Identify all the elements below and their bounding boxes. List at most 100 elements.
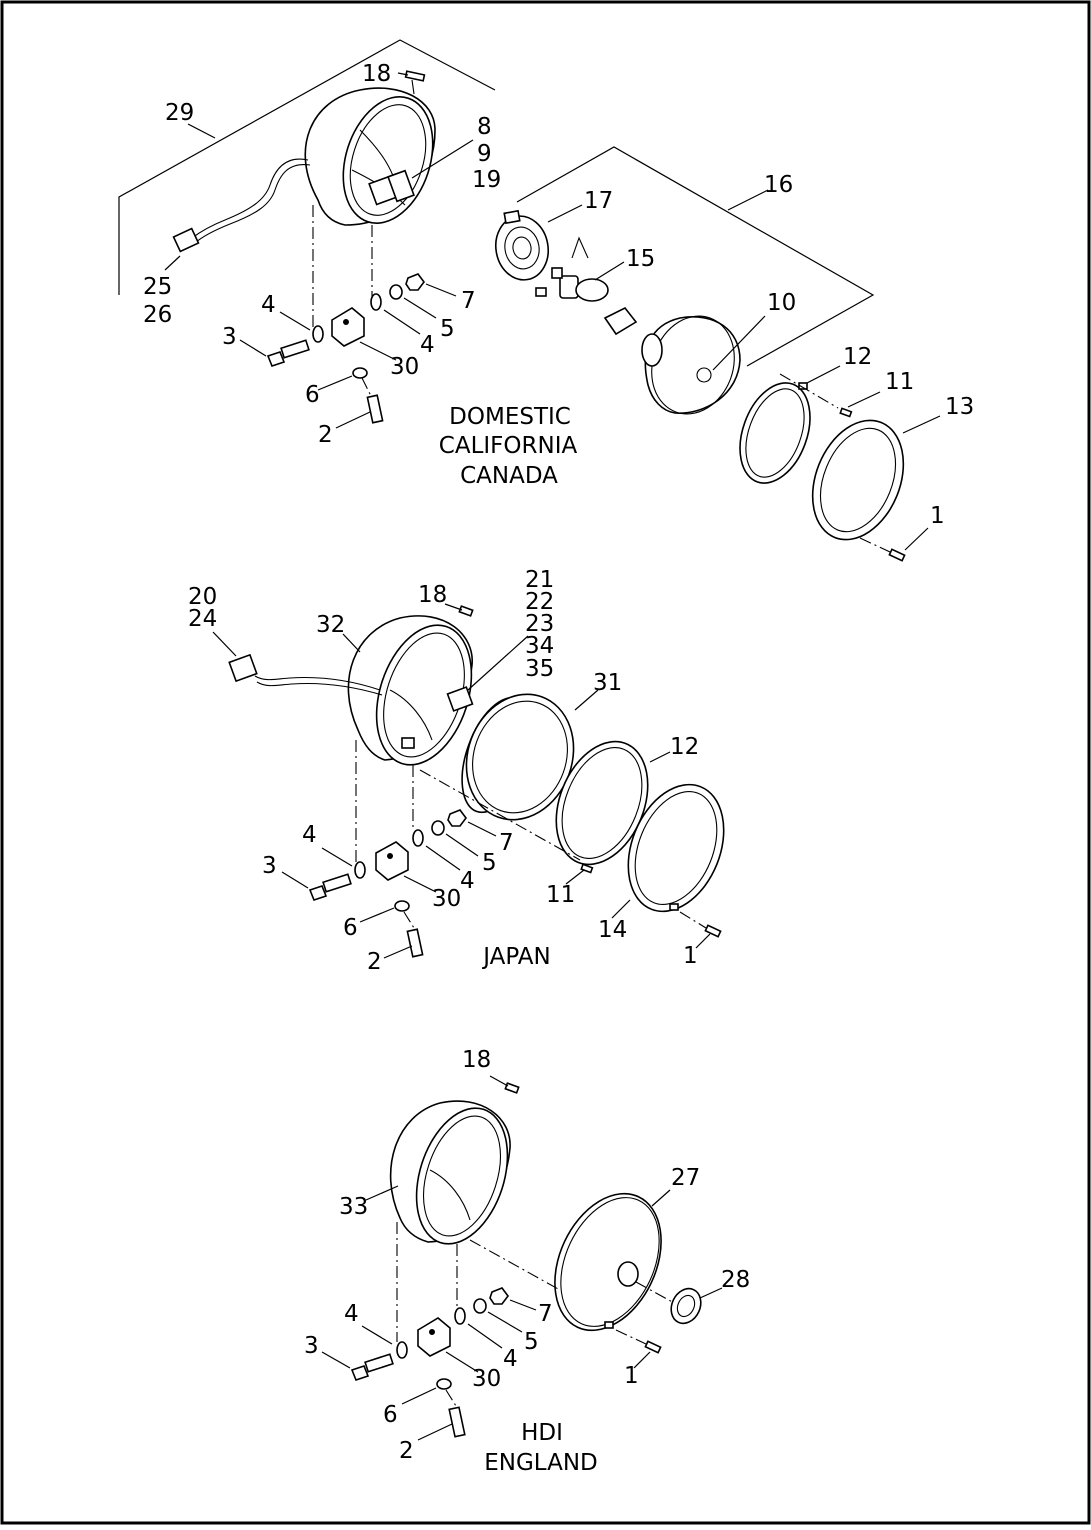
callout-15: 15	[626, 246, 655, 272]
callout-7-japan: 7	[499, 830, 514, 856]
callout-18-japan: 18	[418, 582, 447, 608]
retaining-ring-12	[739, 382, 811, 484]
lockwasher-5-hdi	[473, 1298, 487, 1314]
washer-4	[312, 325, 324, 343]
callout-26: 26	[143, 302, 172, 328]
connector-21	[446, 686, 474, 712]
callout-34: 34	[525, 633, 554, 659]
callout-7: 7	[461, 288, 476, 314]
screw-11	[839, 407, 853, 418]
bolt-3-japan	[308, 873, 352, 901]
callout-19: 19	[472, 167, 501, 193]
callout-4-japan: 4	[302, 822, 317, 848]
sealed-beam-10	[641, 315, 741, 415]
headlamp-lens-27	[554, 1192, 662, 1332]
pin-18	[404, 70, 426, 82]
callout-10: 10	[767, 290, 796, 316]
bracket-16	[516, 146, 875, 367]
headlamp-housing	[304, 79, 436, 226]
callout-32: 32	[316, 612, 345, 638]
callout-2-japan: 2	[367, 949, 382, 975]
callout-3-japan: 3	[262, 853, 277, 879]
region-label-japan: JAPAN	[481, 944, 550, 970]
callout-28: 28	[721, 1267, 750, 1293]
callout-17: 17	[584, 188, 613, 214]
screw-2-japan	[406, 928, 424, 958]
callout-12-japan: 12	[670, 734, 699, 760]
washer-4b-japan	[412, 829, 424, 847]
mount-block-30-japan	[375, 841, 409, 881]
screw-2-hdi	[448, 1406, 466, 1438]
callout-6: 6	[305, 382, 320, 408]
washer-4b	[370, 293, 382, 311]
callout-6-hdi: 6	[383, 1402, 398, 1428]
callout-18: 18	[362, 61, 391, 87]
emblem-28	[670, 1287, 702, 1325]
screw-1-japan	[704, 924, 722, 938]
screw-2	[366, 394, 384, 424]
connector-25	[172, 227, 200, 253]
callout-2: 2	[318, 422, 333, 448]
pin-18-hdi	[504, 1082, 520, 1094]
callout-2-hdi: 2	[399, 1438, 414, 1464]
callout-4: 4	[261, 292, 276, 318]
headlamp-housing-33	[389, 1100, 511, 1245]
callout-5: 5	[440, 316, 455, 342]
callout-7-hdi: 7	[538, 1301, 553, 1327]
region-label-canada: CANADA	[460, 463, 558, 489]
oring-6-japan	[394, 900, 410, 912]
leader-29	[187, 123, 216, 139]
trim-ring-14	[627, 783, 725, 913]
retaining-ring-12-japan	[555, 740, 649, 866]
callout-18-hdi: 18	[462, 1047, 491, 1073]
washer-4-hdi	[396, 1341, 408, 1359]
lockwasher-5	[389, 284, 403, 300]
leader-16	[727, 189, 769, 211]
callout-14: 14	[598, 917, 627, 943]
callout-30-japan: 30	[432, 886, 461, 912]
mount-block-30	[331, 307, 365, 347]
pin-18-japan	[458, 605, 474, 617]
nut-7	[405, 273, 425, 291]
callout-12: 12	[843, 344, 872, 370]
callout-30-hdi: 30	[472, 1366, 501, 1392]
callout-4b-japan: 4	[460, 868, 475, 894]
callout-9: 9	[477, 141, 492, 167]
nut-7-japan	[447, 809, 467, 827]
bolt-3-hdi	[350, 1353, 394, 1381]
trim-ring-13	[811, 419, 905, 541]
callout-3-hdi: 3	[304, 1333, 319, 1359]
callout-13: 13	[945, 394, 974, 420]
callout-3: 3	[222, 324, 237, 350]
headlamp-unit-31	[461, 693, 575, 821]
bolt-3	[266, 339, 310, 367]
region-label-hdi: HDI	[521, 1420, 563, 1446]
region-label-england: ENGLAND	[484, 1450, 598, 1476]
bracket-29	[118, 39, 496, 295]
callout-29: 29	[165, 100, 194, 126]
mount-block-30-hdi	[417, 1317, 451, 1357]
wire-harness-japan	[254, 675, 381, 691]
callout-22: 22	[525, 589, 554, 615]
group-japan	[212, 603, 725, 959]
callout-35: 35	[525, 656, 554, 682]
bulb-15	[535, 236, 638, 336]
callout-8: 8	[477, 114, 492, 140]
callout-33: 33	[339, 1194, 368, 1220]
oring-6-hdi	[436, 1378, 452, 1390]
callout-5-hdi: 5	[524, 1329, 539, 1355]
lockwasher-5-japan	[431, 820, 445, 836]
callout-5-japan: 5	[482, 850, 497, 876]
callouts-hdi: 18 27 33 28 4 7 5 3 4 30 1 6 2 HDI ENGLA…	[304, 1047, 750, 1476]
bulb-socket-17	[494, 209, 550, 281]
screw-11-japan	[580, 863, 594, 874]
callout-4-hdi: 4	[344, 1301, 359, 1327]
callout-27: 27	[671, 1165, 700, 1191]
callouts-domestic: 29 18 8 9 19 16 17 15 10 12 11 13 1 25 2…	[143, 61, 974, 529]
nut-7-hdi	[489, 1287, 509, 1305]
callout-21: 21	[525, 567, 554, 593]
washer-4-japan	[354, 861, 366, 879]
callout-1: 1	[930, 503, 945, 529]
callout-4b-hdi: 4	[503, 1346, 518, 1372]
